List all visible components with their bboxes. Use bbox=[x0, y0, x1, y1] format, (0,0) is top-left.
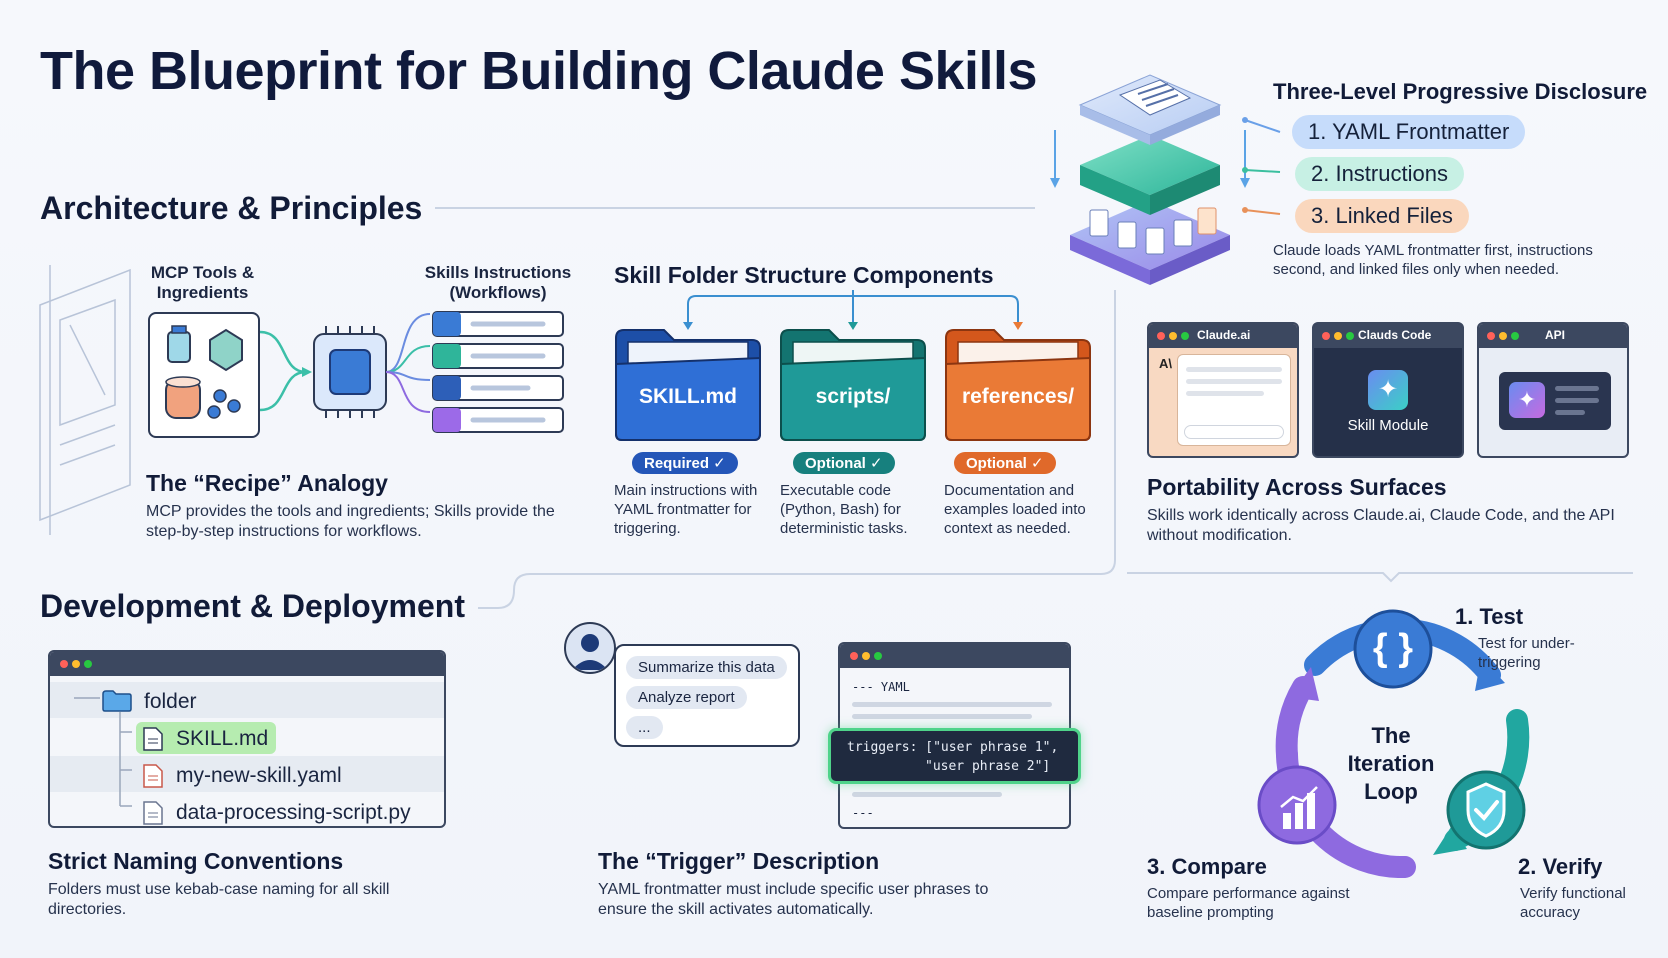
disclosure-level-2: 2. Instructions bbox=[1295, 157, 1464, 191]
folder-structure-title: Skill Folder Structure Components bbox=[614, 262, 994, 288]
portability-title: Portability Across Surfaces bbox=[1147, 474, 1447, 500]
references-folder-icon bbox=[945, 329, 1091, 441]
api-window-title: API bbox=[1545, 328, 1566, 342]
layer-stack-icon bbox=[1050, 74, 1250, 285]
blueprint-sketch-decoration bbox=[39, 265, 131, 535]
chip-analyze: Analyze report bbox=[626, 686, 747, 709]
yaml-file-icon bbox=[142, 764, 164, 793]
step-verify-description: Verify functional accuracy bbox=[1520, 885, 1626, 921]
claude-code-window-title: Clauds Code bbox=[1358, 328, 1432, 342]
naming-description: Folders must use kebab-case naming for a… bbox=[48, 881, 390, 918]
code-line-1: triggers: ["user phrase 1", bbox=[847, 740, 1059, 755]
naming-title: Strict Naming Conventions bbox=[48, 848, 344, 874]
user-avatar-icon bbox=[564, 622, 616, 674]
tree-file-yaml[interactable]: my-new-skill.yaml bbox=[176, 764, 342, 787]
tree-folder-name[interactable]: folder bbox=[144, 690, 197, 713]
code-line-2: "user phrase 2"] bbox=[925, 759, 1051, 774]
trigger-code-block: triggers: ["user phrase 1", "user phrase… bbox=[828, 728, 1081, 784]
section-divider bbox=[435, 207, 1035, 209]
folder-name-references: references/ bbox=[961, 385, 1075, 408]
disclosure-connectors bbox=[1242, 117, 1281, 215]
folder-icon bbox=[102, 690, 132, 718]
skills-instructions-label: Skills Instructions (Workflows) bbox=[424, 263, 572, 302]
badge-required: Required ✓ bbox=[632, 452, 738, 474]
workflow-steps-list bbox=[432, 311, 564, 433]
scripts-folder-icon bbox=[780, 329, 926, 441]
yaml-footer: --- bbox=[852, 806, 874, 820]
api-window: API ✦ bbox=[1477, 322, 1629, 458]
step-test-title: 1. Test bbox=[1455, 604, 1524, 629]
skill-md-description: Main instructions with YAML frontmatter … bbox=[614, 482, 758, 537]
disclosure-description: Claude loads YAML frontmatter first, ins… bbox=[1273, 242, 1593, 278]
claude-code-window: Clauds Code ✦ Skill Module bbox=[1312, 322, 1464, 458]
chip-summarize: Summarize this data bbox=[626, 656, 787, 679]
step-test-description: Test for under-triggering bbox=[1478, 635, 1575, 671]
section-connector-line bbox=[478, 290, 1116, 609]
mcp-tools-label: MCP Tools & Ingredients bbox=[150, 263, 255, 302]
anthropic-logo-icon: A\ bbox=[1159, 356, 1172, 371]
file-tree-window: folder SKILL.md my-new-skill.yaml data-p… bbox=[48, 650, 446, 828]
chip-connector-diagram bbox=[259, 313, 431, 418]
trigger-description: YAML frontmatter must include specific u… bbox=[598, 881, 989, 918]
step-compare-description: Compare performance against baseline pro… bbox=[1147, 885, 1350, 921]
claude-ai-window: Claude.ai A\ bbox=[1147, 322, 1299, 458]
portability-description: Skills work identically across Claude.ai… bbox=[1147, 507, 1615, 544]
loop-center-label: The Iteration Loop bbox=[1347, 723, 1435, 804]
portability-divider bbox=[1127, 572, 1633, 583]
section-development-title: Development & Deployment bbox=[40, 588, 465, 624]
chat-panel bbox=[1177, 354, 1291, 446]
badge-optional-references: Optional ✓ bbox=[954, 452, 1056, 474]
yaml-header: --- YAML bbox=[852, 680, 910, 694]
api-panel: ✦ bbox=[1499, 372, 1611, 430]
trigger-title: The “Trigger” Description bbox=[598, 848, 880, 874]
bar-chart-icon bbox=[1280, 786, 1318, 829]
skill-module-label: Skill Module bbox=[1347, 417, 1429, 434]
script-file-icon bbox=[142, 801, 164, 826]
disclosure-title: Three-Level Progressive Disclosure bbox=[1273, 79, 1648, 104]
recipe-description: MCP provides the tools and ingredients; … bbox=[146, 503, 555, 540]
tree-file-script[interactable]: data-processing-script.py bbox=[176, 801, 411, 824]
folder-branch-connector bbox=[683, 290, 1023, 330]
page-title: The Blueprint for Building Claude Skills bbox=[40, 41, 1038, 101]
tree-file-skill-md[interactable]: SKILL.md bbox=[176, 727, 269, 750]
references-description: Documentation and examples loaded into c… bbox=[944, 482, 1086, 537]
disclosure-level-1: 1. YAML Frontmatter bbox=[1292, 115, 1526, 149]
ingredients-icon bbox=[165, 325, 243, 419]
step-compare-title: 3. Compare bbox=[1147, 854, 1267, 879]
disclosure-level-3: 3. Linked Files bbox=[1295, 199, 1469, 233]
folder-name-scripts: scripts/ bbox=[815, 385, 891, 408]
step-verify-title: 2. Verify bbox=[1518, 854, 1603, 879]
skill-md-file-icon bbox=[142, 727, 164, 756]
skill-md-folder-icon bbox=[615, 329, 761, 441]
folder-name-skill-md: SKILL.md bbox=[639, 385, 737, 408]
badge-optional-scripts: Optional ✓ bbox=[793, 452, 895, 474]
chat-bubble: Summarize this data Analyze report ... bbox=[614, 644, 800, 747]
claude-ai-window-title: Claude.ai bbox=[1197, 328, 1251, 342]
api-sparkle-icon: ✦ bbox=[1509, 382, 1545, 418]
recipe-title: The “Recipe” Analogy bbox=[146, 470, 388, 496]
sparkle-icon: ✦ bbox=[1368, 370, 1408, 410]
braces-icon: { } bbox=[1372, 627, 1414, 669]
shield-check-icon bbox=[1466, 782, 1506, 838]
scripts-description: Executable code (Python, Bash) for deter… bbox=[780, 482, 908, 537]
section-architecture-title: Architecture & Principles bbox=[40, 190, 423, 226]
chip-ellipsis: ... bbox=[626, 716, 663, 739]
ingredients-card bbox=[148, 312, 260, 438]
